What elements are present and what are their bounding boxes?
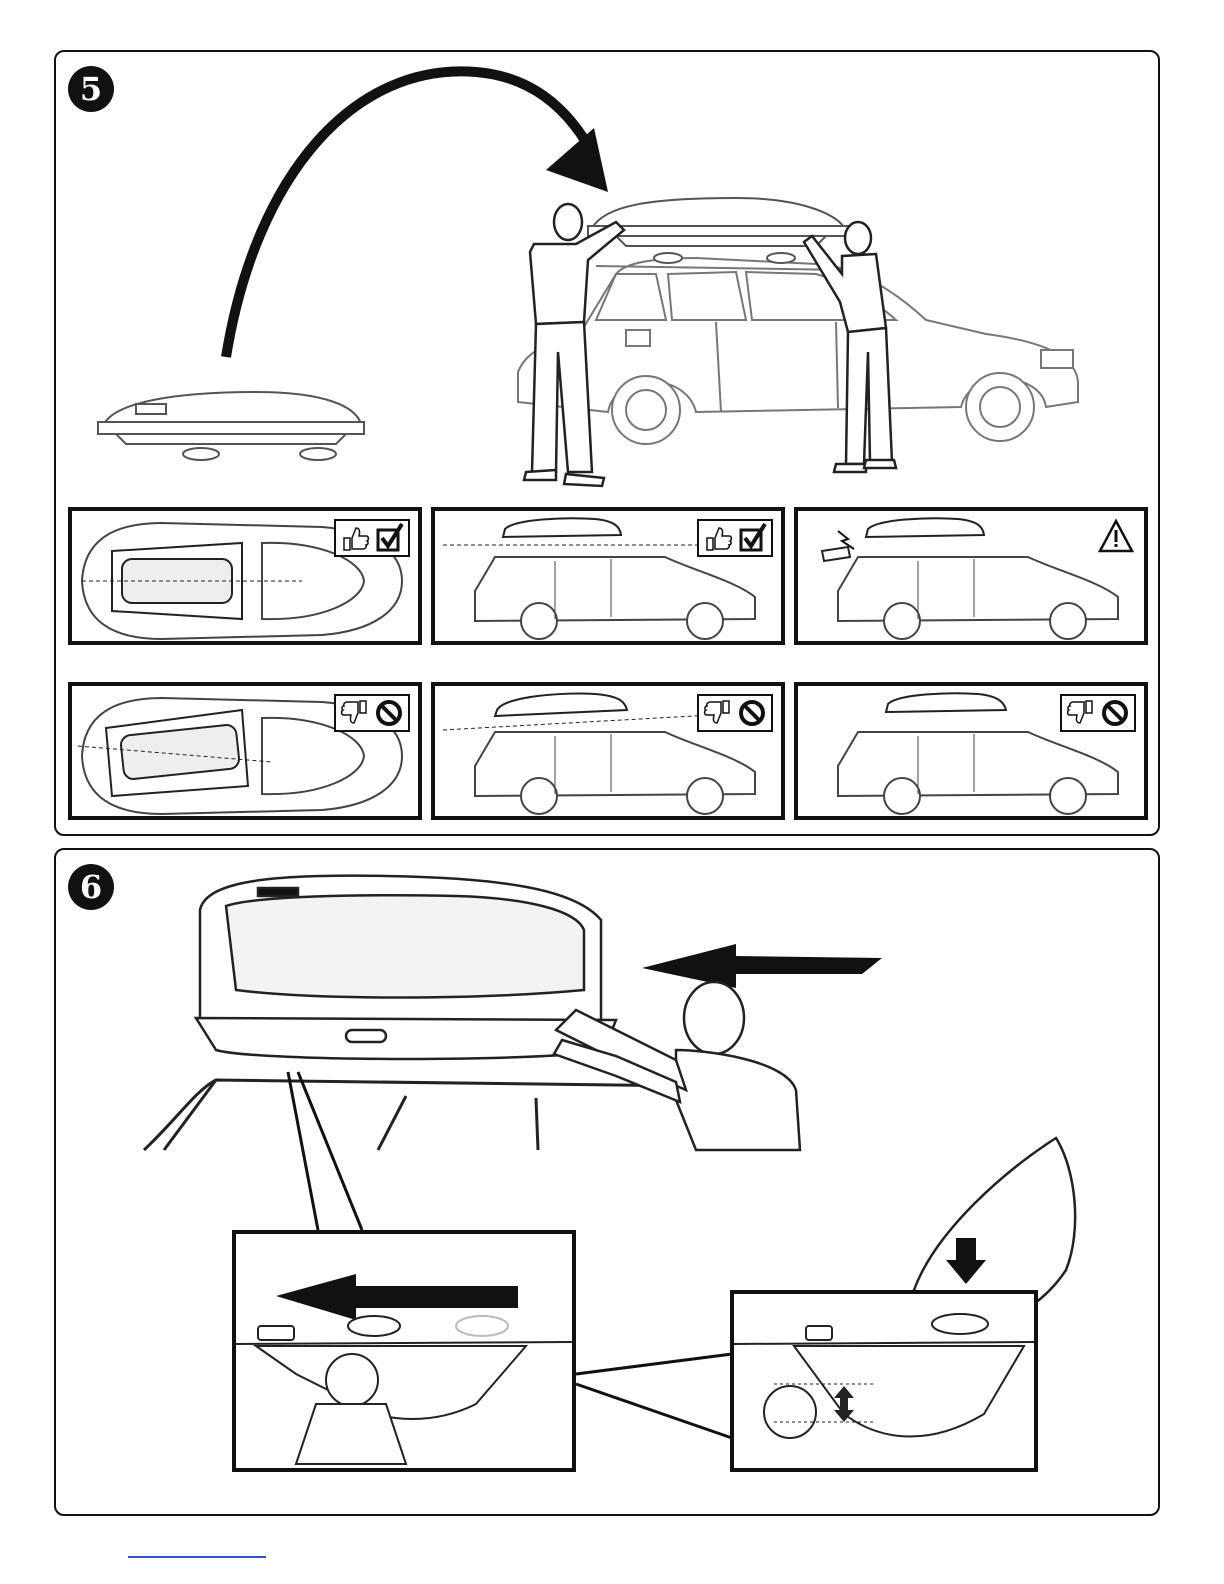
- car-side-view-hatch-open: [798, 511, 1144, 641]
- thumb-top-view-correct: [68, 507, 422, 645]
- roof-box-on-ground: [98, 392, 364, 460]
- thumb-top-view-incorrect: [68, 682, 422, 820]
- step-5-panel: 5: [54, 50, 1160, 836]
- thumbs-down-icon: [340, 699, 370, 727]
- callout-line: [298, 1072, 362, 1230]
- warning-triangle-icon: [1098, 519, 1134, 553]
- clamp-press-illustration: [734, 1294, 1034, 1468]
- thumb-side-view-incorrect-tilted: [431, 682, 785, 820]
- slide-arrow: [276, 1274, 518, 1320]
- footer-link-underline[interactable]: [128, 1556, 266, 1558]
- curved-arrow-head: [546, 128, 608, 192]
- thumbs-up-icon: [703, 524, 733, 552]
- step-5-main-illustration: [56, 52, 1158, 502]
- correct-indicator: [697, 519, 773, 557]
- checkbox-check-icon: [374, 524, 404, 552]
- curved-arrow: [226, 71, 586, 357]
- roof-box-open: [196, 876, 616, 1059]
- push-arrow: [642, 944, 882, 988]
- car-side-view: [518, 258, 1078, 444]
- incorrect-indicator: [334, 694, 410, 732]
- thumb-side-view-incorrect-forward: [794, 682, 1148, 820]
- thumbs-down-icon: [703, 699, 733, 727]
- clamp-slide-illustration: [236, 1234, 572, 1468]
- step-6-panel: 6: [54, 848, 1160, 1516]
- detail-clamp-press: [730, 1290, 1038, 1472]
- prohibited-icon: [737, 699, 767, 727]
- incorrect-indicator: [697, 694, 773, 732]
- thumbs-down-icon: [1066, 699, 1096, 727]
- prohibited-icon: [1100, 699, 1130, 727]
- checkbox-check-icon: [737, 524, 767, 552]
- press-arrow: [946, 1238, 986, 1288]
- prohibited-icon: [374, 699, 404, 727]
- thumb-side-view-correct: [431, 507, 785, 645]
- callout-line: [288, 1072, 318, 1230]
- incorrect-indicator: [1060, 694, 1136, 732]
- thumb-side-view-warning: [794, 507, 1148, 645]
- detail-clamp-slide: [232, 1230, 576, 1472]
- callout-line: [576, 1354, 732, 1374]
- thumbs-up-icon: [340, 524, 370, 552]
- correct-indicator: [334, 519, 410, 557]
- callout-line: [576, 1384, 732, 1438]
